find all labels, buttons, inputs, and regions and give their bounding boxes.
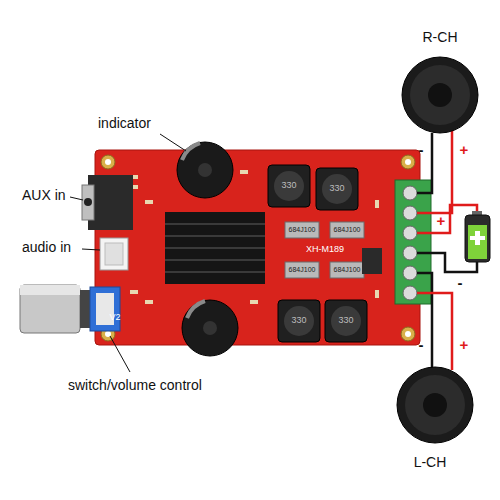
capacitor-marking: 684J100: [289, 226, 316, 234]
polarity-sign: +: [437, 213, 446, 230]
inductor-marking: 330: [338, 316, 353, 326]
capacitor-marking: 684J100: [334, 266, 361, 274]
capacitor-marking: 684J100: [334, 226, 361, 234]
board-marking: V2: [109, 313, 120, 323]
callout-label: switch/volume control: [68, 378, 202, 393]
polarity-sign: -: [458, 275, 463, 292]
callout-label: audio in: [22, 240, 71, 255]
inductor-marking: 330: [281, 181, 296, 191]
channel-label: R-CH: [423, 30, 458, 45]
inductor-marking: 330: [329, 184, 344, 194]
polarity-sign: -: [419, 337, 424, 354]
polarity-sign: -: [419, 142, 424, 159]
callout-label: indicator: [98, 116, 151, 131]
channel-label: L-CH: [414, 455, 447, 470]
capacitor-marking: 684J100: [289, 266, 316, 274]
polarity-sign: +: [460, 337, 469, 354]
polarity-sign: +: [460, 142, 469, 159]
board-marking: XH-M189: [306, 245, 344, 255]
callout-label: AUX in: [22, 188, 66, 203]
inductor-marking: 330: [291, 316, 306, 326]
